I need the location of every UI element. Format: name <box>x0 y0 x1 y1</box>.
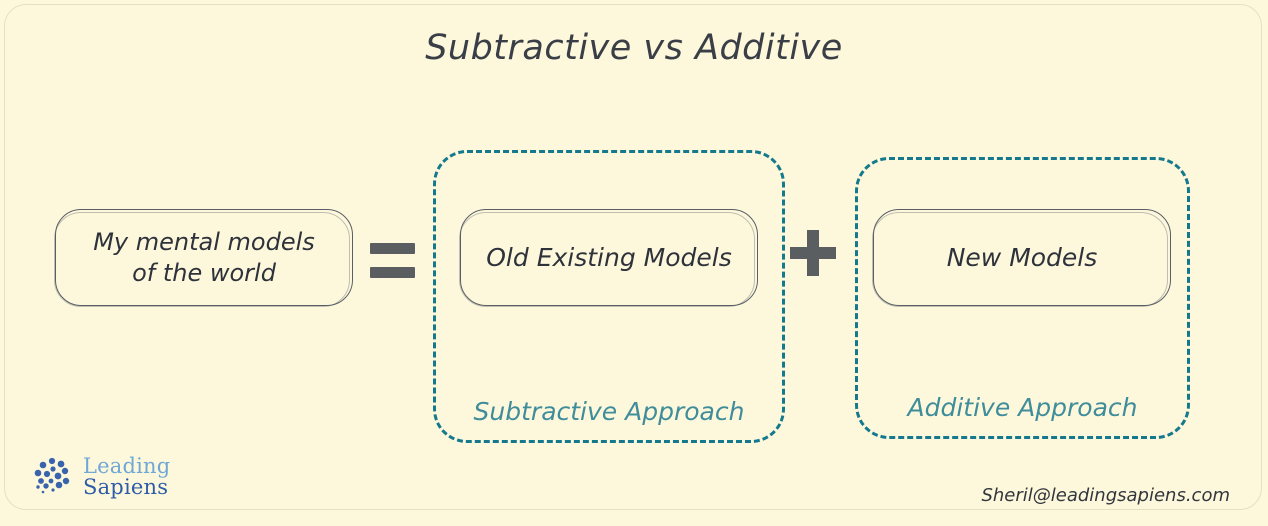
mental-models-line-2: of the world <box>132 258 276 287</box>
old-existing-models-label: Old Existing Models <box>486 242 732 272</box>
subtractive-approach-label: Subtractive Approach <box>473 397 745 426</box>
subtractive-approach-group: Subtractive Approach <box>433 150 785 443</box>
mental-models-label: My mental models of the world <box>93 227 315 288</box>
dot-cluster-logo-icon <box>34 457 70 494</box>
old-existing-models-box: Old Existing Models <box>459 209 758 307</box>
equals-bar-bottom <box>370 267 415 278</box>
brand-logo-line-1: Leading <box>83 454 171 479</box>
mental-models-box: My mental models of the world <box>54 209 353 307</box>
equals-bar-top <box>370 243 415 254</box>
contact-email: Sheril@leadingsapiens.com <box>981 485 1230 506</box>
additive-approach-group: Additive Approach <box>855 157 1190 439</box>
additive-approach-label: Additive Approach <box>907 393 1138 422</box>
plus-operator-icon <box>790 230 836 276</box>
equals-operator-icon <box>370 243 415 279</box>
page-title: Subtractive vs Additive <box>425 28 843 68</box>
new-models-label: New Models <box>946 242 1098 272</box>
brand-logo: Leading Sapiens <box>32 456 170 498</box>
brand-logo-line-2: Sapiens <box>83 475 169 499</box>
mental-models-line-1: My mental models <box>93 227 315 256</box>
plus-bar-vertical <box>807 230 819 276</box>
new-models-box: New Models <box>872 209 1171 307</box>
brand-logo-text: Leading Sapiens <box>83 456 170 497</box>
